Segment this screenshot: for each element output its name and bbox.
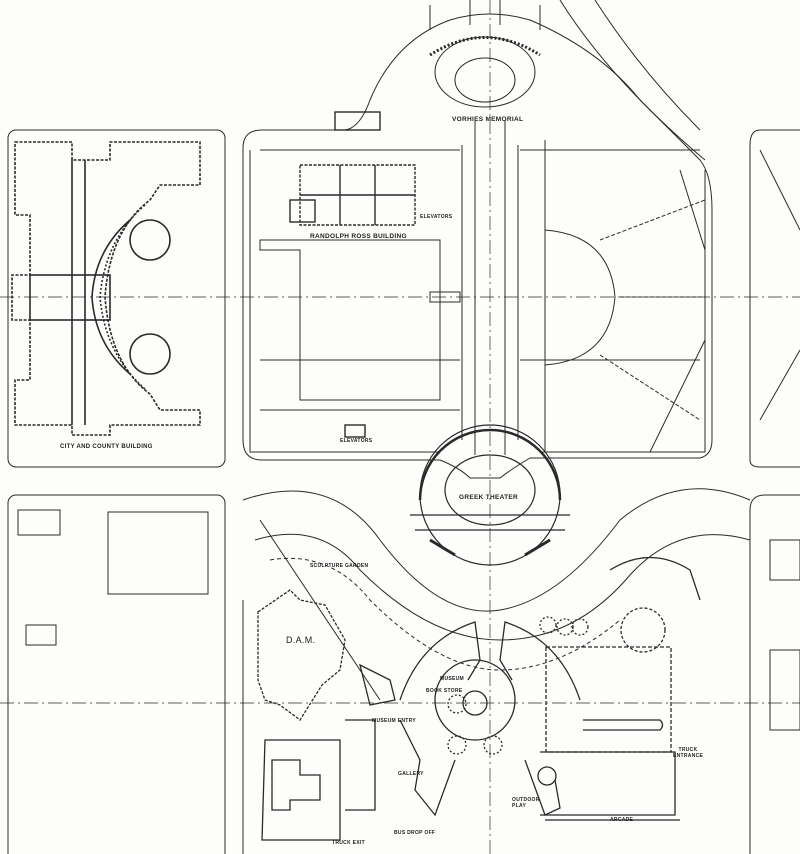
label-truck-exit: TRUCK EXIT [332, 840, 365, 846]
label-dam: D.A.M. [286, 635, 316, 645]
label-arcade: ARCADE [610, 817, 634, 823]
city-blocks [7, 129, 800, 854]
label-randolph-ross-building: RANDOLPH ROSS BUILDING [310, 233, 407, 240]
label-sculpture-garden: SCULPTURE GARDEN [310, 563, 369, 569]
central-site-outline [242, 0, 713, 479]
label-city-and-county-building: CITY AND COUNTY BUILDING [60, 444, 153, 450]
greek-theater [410, 424, 570, 566]
label-outdoor-play: OUTDOOR PLAY [512, 797, 540, 809]
label-museum-entry: MUSEUM ENTRY [372, 718, 416, 724]
central-mall [260, 120, 706, 455]
label-elevators-top: ELEVATORS [420, 214, 453, 220]
childrens-museum-complex [399, 556, 701, 821]
label-elevators-bottom: ELEVATORS [340, 438, 373, 444]
label-gallery: GALLERY [398, 771, 424, 777]
boulevard-curve [242, 488, 751, 854]
city-and-county-building [11, 141, 201, 436]
label-bus-drop-off: BUS DROP OFF [394, 830, 436, 836]
randolph-ross-building [259, 111, 441, 438]
label-vorhies-memorial: VORHIES MEMORIAL [452, 116, 524, 123]
label-greek-theater: GREEK THEATER [459, 494, 519, 501]
label-book-store: BOOK STORE [426, 688, 463, 694]
denver-art-museum [257, 589, 396, 841]
label-truck-entrance: TRUCK ENTRANCE [673, 747, 704, 759]
label-museum: MUSEUM [440, 676, 465, 682]
